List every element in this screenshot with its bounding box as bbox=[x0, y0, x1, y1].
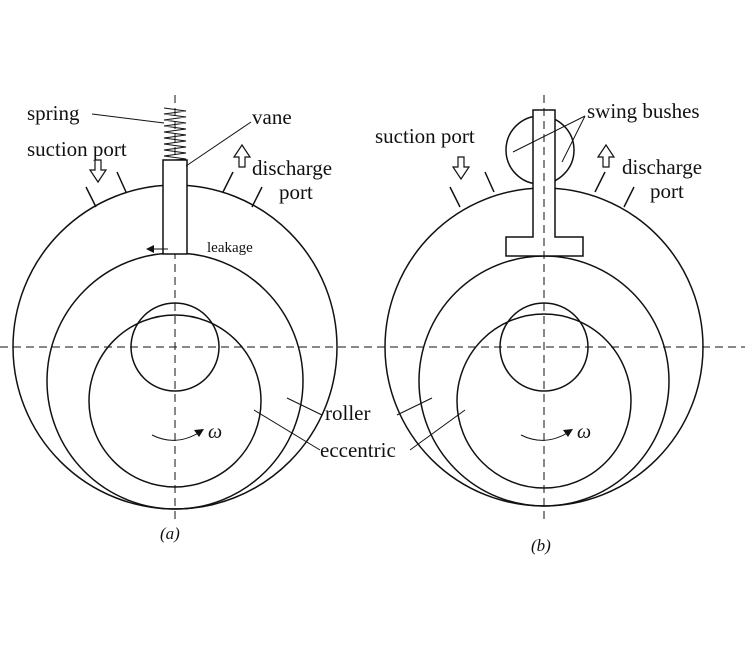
panel-a: spring vane suction port discharge port … bbox=[12, 95, 338, 543]
panel-b-discharge-port-right bbox=[623, 186, 635, 208]
panel-a-vane bbox=[162, 159, 188, 255]
panel-b-vane bbox=[505, 109, 584, 257]
panel-a-suction-port-left bbox=[85, 186, 97, 208]
panel-b-discharge-label-1: discharge bbox=[622, 155, 702, 179]
panel-b-discharge-port-left bbox=[594, 171, 606, 193]
panel-a-suction-label: suction port bbox=[27, 137, 127, 161]
panel-b-discharge-label-2: port bbox=[650, 179, 684, 203]
panel-b-suction-arrow bbox=[451, 156, 471, 181]
panel-a-suction-arrow bbox=[88, 159, 108, 184]
panel-b-omega: ω bbox=[577, 421, 591, 443]
eccentric-label: eccentric bbox=[320, 438, 396, 462]
panel-b-suction-port-right bbox=[484, 171, 495, 193]
panel-a-suction-port-right bbox=[116, 171, 127, 193]
roller-label: roller bbox=[325, 401, 370, 425]
panel-a-leakage-arrowhead bbox=[146, 245, 154, 253]
panel-a-spring bbox=[163, 107, 187, 161]
panel-b-swing-leader-2 bbox=[561, 115, 586, 163]
panel-a-caption: (a) bbox=[160, 524, 180, 543]
panel-a-discharge-label-1: discharge bbox=[252, 156, 332, 180]
panel-b-rotation-arrowhead bbox=[563, 429, 573, 437]
panel-a-vane-label: vane bbox=[252, 105, 292, 129]
panel-a-eccentric bbox=[88, 314, 262, 488]
panel-b-suction-port-left bbox=[449, 186, 461, 208]
panel-b-shaft bbox=[499, 302, 589, 392]
panel-a-discharge-port-right bbox=[251, 186, 263, 208]
panel-a-rotation-arrowhead bbox=[194, 429, 204, 437]
roller-leader-b bbox=[396, 397, 433, 416]
panel-b-suction-label: suction port bbox=[375, 124, 475, 148]
panel-a-discharge-label-2: port bbox=[279, 180, 313, 204]
panel-a-spring-leader bbox=[91, 113, 165, 124]
panel-b-caption: (b) bbox=[531, 536, 551, 555]
panel-a-omega: ω bbox=[208, 421, 222, 443]
eccentric-leader-b bbox=[409, 409, 466, 451]
panel-a-shaft bbox=[130, 302, 220, 392]
panel-a-rotation-arc bbox=[151, 431, 201, 441]
panel-b-swing-label: swing bushes bbox=[587, 99, 700, 123]
panel-a-vane-leader bbox=[185, 121, 252, 167]
roller-leader-a bbox=[286, 397, 323, 416]
panel-a-leakage-label: leakage bbox=[207, 240, 253, 256]
panel-b: swing bushes suction port discharge port… bbox=[375, 95, 704, 555]
eccentric-leader-a bbox=[253, 409, 321, 451]
panel-b-discharge-arrow bbox=[596, 143, 616, 168]
panel-b-swing-leader-1 bbox=[512, 115, 586, 153]
panel-a-discharge-port-left bbox=[222, 171, 234, 193]
panel-b-rotation-arc bbox=[520, 431, 570, 441]
panel-a-spring-label: spring bbox=[27, 101, 80, 125]
panel-a-discharge-arrow bbox=[232, 143, 252, 168]
panel-b-eccentric bbox=[456, 313, 632, 489]
